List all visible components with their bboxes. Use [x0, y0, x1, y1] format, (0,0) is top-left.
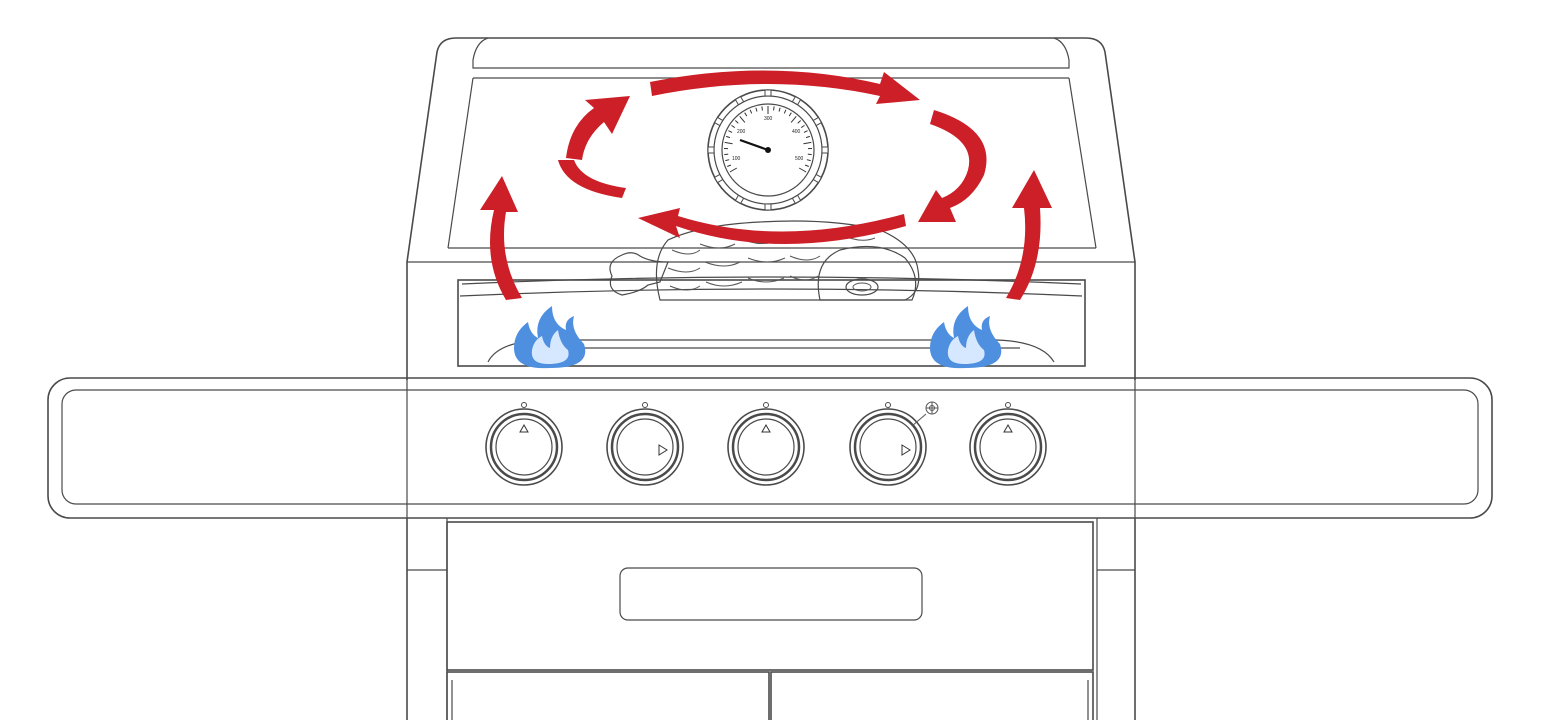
gauge-tick [773, 106, 775, 111]
control-knob[interactable] [606, 402, 684, 486]
burner-flame-left [514, 306, 586, 369]
side-shelves [47, 377, 1493, 519]
roast-chicken [609, 220, 920, 301]
gauge-bezel-notch [764, 89, 772, 97]
control-knobs [485, 402, 1047, 486]
gauge-tick [755, 107, 758, 112]
svg-text:100: 100 [732, 156, 741, 162]
heat-circulation-arrows [480, 70, 1052, 300]
knob-indicator [658, 444, 668, 456]
gauge-tick [725, 135, 731, 139]
gauge-bezel-notch [713, 173, 724, 184]
gauge-bezel-notch [821, 146, 829, 154]
gauge-bezel-notch [812, 173, 823, 184]
gauge-tick [783, 109, 787, 114]
gauge-tick [778, 107, 781, 112]
burner-flame-right [930, 306, 1002, 369]
grill-cabinet [406, 518, 1136, 720]
knob-indicator [761, 423, 771, 433]
gauge-bezel-notch [791, 194, 802, 205]
arrow-riser-left [480, 176, 522, 300]
gauge-tick [797, 120, 802, 124]
arrow-riser-right [1006, 170, 1052, 300]
control-knob[interactable] [727, 402, 805, 486]
drawer-handle [619, 567, 923, 621]
svg-text:300: 300 [764, 116, 773, 122]
svg-text:400: 400 [792, 129, 801, 135]
arrow-top [650, 70, 920, 104]
gauge-bezel-notch [713, 116, 724, 127]
gauge-tick [725, 159, 730, 162]
gauge-tick [761, 106, 763, 111]
knob-indicator [1003, 423, 1013, 433]
temperature-gauge: 300 200 400 100 500 [707, 89, 829, 211]
gauge-tick [803, 141, 812, 145]
gauge-tick [800, 124, 805, 129]
ignition-icon [911, 401, 939, 427]
gauge-bezel-notch [707, 146, 715, 154]
gauge-tick [744, 112, 748, 117]
gauge-tick [788, 112, 792, 117]
arrow-left-lower [558, 160, 626, 198]
svg-text:500: 500 [795, 156, 804, 162]
gauge-tick [798, 167, 807, 173]
arrow-bottom [638, 208, 906, 244]
gauge-bezel-notch [734, 95, 745, 106]
gauge-tick [727, 164, 732, 167]
control-knob[interactable] [485, 402, 563, 486]
gauge-bezel-notch [791, 95, 802, 106]
gauge-bezel-notch [812, 116, 823, 127]
gauge-tick [749, 109, 753, 114]
gauge-tick [734, 120, 739, 124]
gauge-tick [804, 164, 809, 167]
arrow-top-left [566, 96, 630, 160]
gauge-tick [731, 124, 736, 129]
gauge-tick [724, 141, 733, 145]
arrow-right [918, 110, 987, 222]
gauge-bezel-notch [764, 203, 772, 211]
gauge-tick [739, 115, 746, 123]
gauge-bezel-notch [734, 194, 745, 205]
firebox [457, 276, 1086, 367]
svg-text:200: 200 [737, 129, 746, 135]
knob-indicator [519, 423, 529, 433]
gauge-tick [803, 130, 808, 133]
control-knob[interactable] [849, 402, 927, 486]
gauge-tick [728, 130, 733, 133]
gauge-tick [790, 115, 797, 123]
gauge-tick [729, 167, 738, 173]
gauge-tick [805, 135, 811, 139]
control-knob[interactable] [969, 402, 1047, 486]
gauge-tick [806, 159, 811, 162]
knob-indicator [901, 444, 911, 456]
